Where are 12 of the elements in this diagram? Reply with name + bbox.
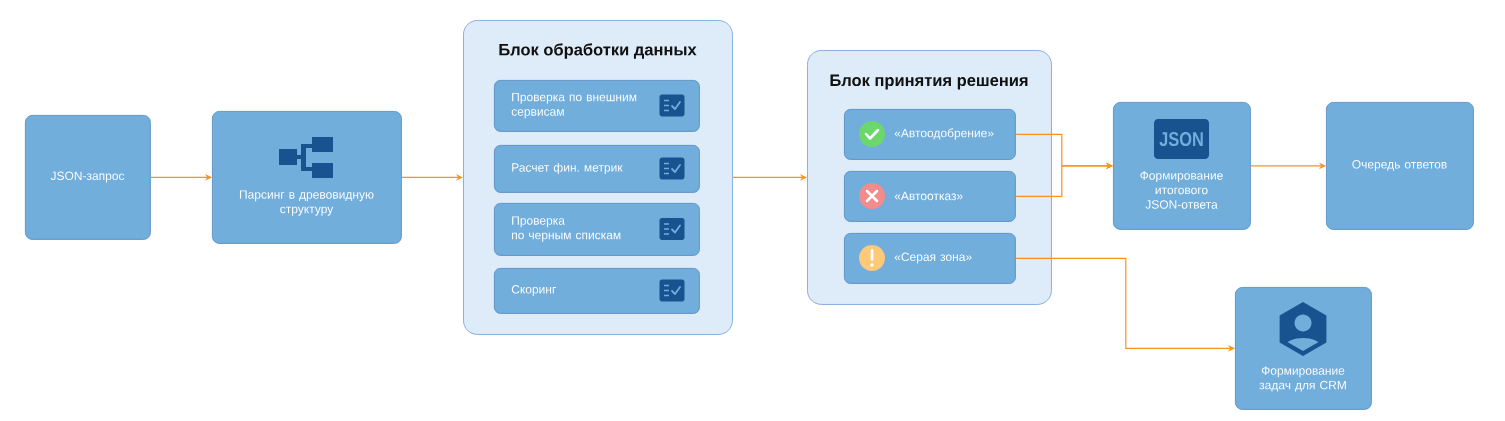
process-box: «Серая зона» <box>844 233 1016 284</box>
process-box: Парсинг в древовидную структуру <box>212 111 402 244</box>
process-box: Проверка по черным спискам <box>494 203 700 256</box>
arrow <box>1015 162 1113 197</box>
process-box: Проверка по внешним сервисам <box>494 80 700 132</box>
process-box: Очередь ответов <box>1326 102 1474 230</box>
process-box: «Автоотказ» <box>844 171 1016 222</box>
process-box: Скоринг <box>494 268 700 314</box>
process-box: JSON-запрос <box>25 115 151 240</box>
label-badge: JSON <box>1154 119 1209 159</box>
process-box: Расчет фин. метрик <box>494 145 700 193</box>
process-box: «Автоодобрение» <box>844 109 1016 160</box>
